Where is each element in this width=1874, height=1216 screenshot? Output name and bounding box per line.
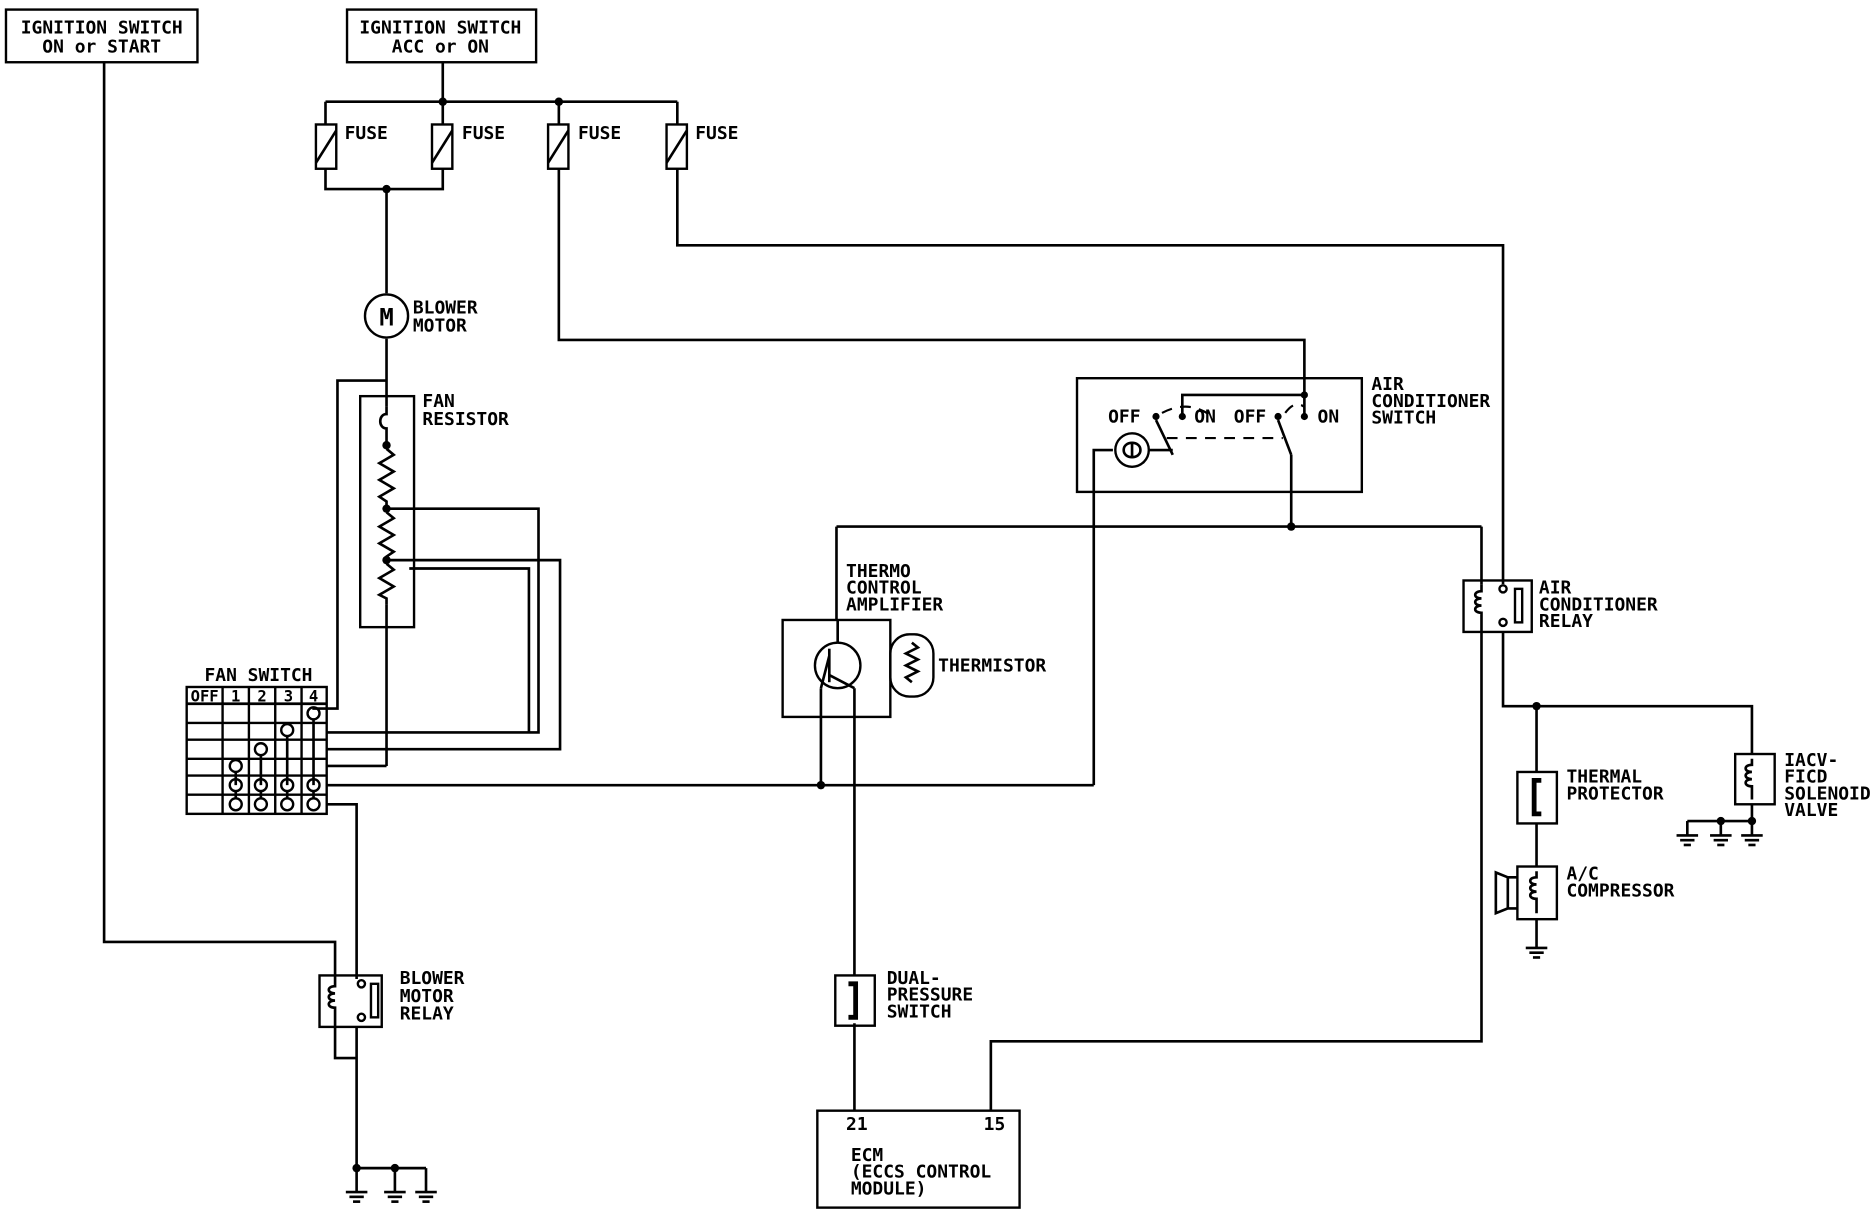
ac-relay-line3: RELAY xyxy=(1539,611,1593,632)
ignition-on-start-line2: ON or START xyxy=(42,37,161,58)
ac-compressor: A/C COMPRESSOR xyxy=(1494,864,1675,921)
fuse-4: FUSE xyxy=(665,123,738,170)
ignition-on-start-line1: IGNITION SWITCH xyxy=(21,18,183,39)
ac-relay-line1: AIR xyxy=(1539,578,1572,599)
ac-switch-line3: SWITCH xyxy=(1371,408,1436,429)
thermal-protector-line2: PROTECTOR xyxy=(1566,783,1663,804)
thermal-protector: THERMAL PROTECTOR xyxy=(1516,767,1664,825)
ac-switch-on-2: ON xyxy=(1318,406,1340,427)
ac-switch-line1: AIR xyxy=(1371,374,1404,395)
fuse-1-label: FUSE xyxy=(345,123,388,144)
iacv-ficd-solenoid-valve: IACV- FICD SOLENOID VALVE xyxy=(1733,750,1871,821)
ignition-acc-on-line1: IGNITION SWITCH xyxy=(359,18,521,39)
fuse-1: FUSE xyxy=(314,123,388,170)
wires xyxy=(102,62,1754,1193)
fan-resistor-line1: FAN xyxy=(422,391,454,412)
ac-switch-off-1: OFF xyxy=(1108,406,1140,427)
ecm-pin-21: 21 xyxy=(846,1114,868,1135)
ecm-line3: MODULE) xyxy=(851,1178,927,1199)
ignition-acc-on-line2: ACC or ON xyxy=(392,37,489,58)
ecm-line2: (ECCS CONTROL xyxy=(851,1162,992,1183)
ignition-switch-on-start-box: IGNITION SWITCH ON or START xyxy=(4,8,199,64)
fan-pos-2: 2 xyxy=(257,687,266,705)
ac-compressor-line1: A/C xyxy=(1566,864,1598,885)
fan-switch-title: FAN SWITCH xyxy=(204,665,312,686)
thermistor-label: THERMISTOR xyxy=(938,655,1046,676)
fan-pos-4: 4 xyxy=(309,687,318,705)
ecm-line1: ECM xyxy=(851,1145,884,1166)
iacv-line1: IACV- xyxy=(1784,750,1838,771)
junction-dots xyxy=(352,97,1757,1173)
ignition-switch-acc-on-box: IGNITION SWITCH ACC or ON xyxy=(345,8,538,64)
blower-motor-relay-line3: RELAY xyxy=(400,1004,454,1025)
dual-pressure-line3: SWITCH xyxy=(887,1001,952,1022)
fan-resistor: FAN RESISTOR xyxy=(359,391,509,629)
ecm-pin-15: 15 xyxy=(984,1114,1006,1135)
fuse-3: FUSE xyxy=(546,123,621,170)
ac-switch-on-1: ON xyxy=(1194,406,1216,427)
ac-switch-off-2: OFF xyxy=(1234,406,1266,427)
thermo-control-amplifier: THERMO CONTROL AMPLIFIER THERMISTOR xyxy=(781,561,1046,719)
blower-motor-line1: BLOWER xyxy=(413,298,478,319)
fan-pos-1: 1 xyxy=(231,687,240,705)
iacv-line3: SOLENOID xyxy=(1784,783,1870,804)
blower-motor: M BLOWER MOTOR xyxy=(363,293,478,339)
ac-compressor-line2: COMPRESSOR xyxy=(1566,880,1674,901)
dual-pressure-switch: DUAL- PRESSURE SWITCH xyxy=(834,968,973,1027)
ac-relay-line2: CONDITIONER xyxy=(1539,594,1658,615)
ac-switch-line2: CONDITIONER xyxy=(1371,391,1490,412)
fan-pos-3: 3 xyxy=(284,687,293,705)
thermo-amp-line3: AMPLIFIER xyxy=(846,594,943,615)
thermo-amp-line2: CONTROL xyxy=(846,578,922,599)
iacv-line4: VALVE xyxy=(1784,800,1838,821)
fuse-2: FUSE xyxy=(430,123,505,170)
blower-motor-relay: BLOWER MOTOR RELAY xyxy=(318,968,465,1029)
blower-motor-line2: MOTOR xyxy=(413,316,467,337)
ground-symbols xyxy=(345,834,1763,1203)
dual-pressure-line1: DUAL- xyxy=(887,968,941,989)
motor-symbol: M xyxy=(379,304,393,332)
fan-switch[interactable]: FAN SWITCH OFF 1 2 3 4 xyxy=(185,665,328,816)
air-conditioner-relay: AIR CONDITIONER RELAY xyxy=(1462,578,1658,634)
blower-motor-relay-line1: BLOWER xyxy=(400,968,465,989)
fuse-2-label: FUSE xyxy=(462,123,505,144)
fuse-4-label: FUSE xyxy=(695,123,738,144)
blower-motor-relay-line2: MOTOR xyxy=(400,986,454,1007)
iacv-line2: FICD xyxy=(1784,767,1827,788)
fuse-3-label: FUSE xyxy=(578,123,621,144)
thermal-protector-line1: THERMAL xyxy=(1566,767,1642,788)
dual-pressure-line2: PRESSURE xyxy=(887,985,973,1006)
fan-pos-off: OFF xyxy=(191,687,219,705)
fan-resistor-line2: RESISTOR xyxy=(422,409,509,430)
ecm: 21 15 ECM (ECCS CONTROL MODULE) xyxy=(816,1109,1021,1209)
thermo-amp-line1: THERMO xyxy=(846,561,911,582)
air-conditioner-switch[interactable]: AIR CONDITIONER SWITCH OFF ON OFF ON xyxy=(1075,374,1490,494)
